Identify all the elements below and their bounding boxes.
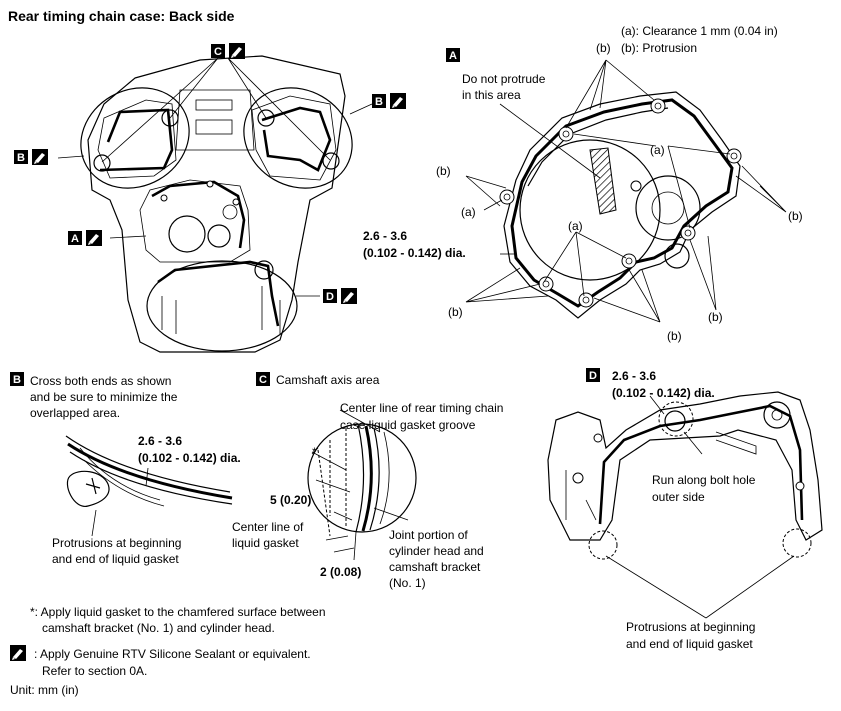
svg-text:Refer to section 0A.: Refer to section 0A. [42,664,147,678]
svg-text:(b): (b) [788,209,803,223]
svg-text:(b): (b) [596,41,611,55]
panel-d-badge: D [586,368,600,382]
svg-text:liquid gasket: liquid gasket [232,536,299,550]
svg-text:(0.102 - 0.142) dia.: (0.102 - 0.142) dia. [612,386,715,400]
svg-text:case liquid gasket groove: case liquid gasket groove [340,418,476,432]
diagram-title: Rear timing chain case: Back side [8,8,235,24]
svg-text:D: D [326,291,334,303]
panel-c-groove-label: Center line of rear timing chain case li… [340,401,503,432]
svg-text:B: B [13,374,21,386]
svg-text:Protrusions at beginning: Protrusions at beginning [52,536,181,550]
svg-text:2.6 - 3.6: 2.6 - 3.6 [363,229,407,243]
label-b-badge-right: B [372,93,406,109]
panel-b-note: Protrusions at beginning and end of liqu… [52,536,181,566]
panel-c-dim2: 2 (0.08) [320,565,361,579]
svg-text:(No. 1): (No. 1) [389,576,426,590]
panel-a-note: Do not protrude in this area [462,72,546,102]
sealant-icon [229,43,245,59]
svg-text:outer side: outer side [652,490,705,504]
svg-text:camshaft bracket (No. 1) and c: camshaft bracket (No. 1) and cylinder he… [42,621,275,635]
svg-text:and end of liquid gasket: and end of liquid gasket [52,552,179,566]
label-b-badge-left: B [14,149,48,165]
svg-text:2.6 - 3.6: 2.6 - 3.6 [612,369,656,383]
footnote-rtv: : Apply Genuine RTV Silicone Sealant or … [10,645,311,678]
panel-a-drawing [465,59,787,323]
panel-c-dim1: 5 (0.20) [270,493,311,507]
panel-c-star: * [312,445,317,459]
svg-text:cylinder head and: cylinder head and [389,544,484,558]
sealant-icon [86,230,102,246]
panel-a-badge: A [446,48,460,62]
panel-a-callouts: (b) (a) (b) (a) (a) (b) (b) (b) (b) [436,41,803,343]
panel-c-caption: Camshaft axis area [276,373,380,387]
svg-text:(a): (a) [568,219,583,233]
svg-text:and be sure to minimize the: and be sure to minimize the [30,390,178,404]
panel-c-drawing [307,409,417,561]
svg-text:: Apply Genuine RTV Silicone S: : Apply Genuine RTV Silicone Sealant or … [34,647,311,661]
svg-text:(b): (b) [436,164,451,178]
svg-text:(a): (a) [461,205,476,219]
svg-text:Do not protrude: Do not protrude [462,72,546,86]
svg-text:Cross both ends as shown: Cross both ends as shown [30,374,171,388]
svg-text:Center line of rear timing cha: Center line of rear timing chain [340,401,503,415]
label-c-badge: C [211,43,245,59]
svg-text:B: B [17,152,25,164]
panel-b-dimension: 2.6 - 3.6 (0.102 - 0.142) dia. [138,434,241,465]
svg-text:2.6 - 3.6: 2.6 - 3.6 [138,434,182,448]
footnote-unit: Unit: mm (in) [10,683,79,697]
svg-text:C: C [214,46,222,58]
svg-text:(0.102 - 0.142) dia.: (0.102 - 0.142) dia. [138,451,241,465]
label-d-badge-overview: D [323,288,357,304]
svg-text:Protrusions at beginning: Protrusions at beginning [626,620,755,634]
panel-b-caption: Cross both ends as shown and be sure to … [30,374,178,420]
legend-clearance: (a): Clearance 1 mm (0.04 in) [621,24,778,38]
svg-text:A: A [449,50,457,62]
panel-d-drawing [547,391,823,619]
panel-c-joint-label: Joint portion of cylinder head and camsh… [389,528,484,590]
panel-d-note: Protrusions at beginning and end of liqu… [626,620,755,651]
overview-engine-drawing [57,55,373,353]
svg-text:camshaft bracket: camshaft bracket [389,560,481,574]
svg-text:(b): (b) [667,329,682,343]
legend-protrusion: (b): Protrusion [621,41,697,55]
svg-text:D: D [589,370,597,382]
svg-text:(b): (b) [448,305,463,319]
panel-d-run-label: Run along bolt hole outer side [652,473,756,504]
svg-text:Joint portion of: Joint portion of [389,528,468,542]
panel-a-dimension: 2.6 - 3.6 (0.102 - 0.142) dia. [363,229,466,260]
svg-text:and end of liquid gasket: and end of liquid gasket [626,637,753,651]
panel-b-badge: B [10,372,24,386]
svg-text:overlapped area.: overlapped area. [30,406,120,420]
sealant-icon [341,288,357,304]
label-a-badge-overview: A [68,230,102,246]
svg-text:in this area: in this area [462,88,521,102]
svg-text:B: B [375,96,383,108]
footnote-star: *: Apply liquid gasket to the chamfered … [30,605,326,635]
panel-c-center-label: Center line of liquid gasket [232,520,304,550]
svg-text:Run along bolt hole: Run along bolt hole [652,473,756,487]
sealant-icon [390,93,406,109]
svg-text:(a): (a) [650,143,665,157]
svg-text:Center line of: Center line of [232,520,304,534]
svg-text:(0.102 - 0.142) dia.: (0.102 - 0.142) dia. [363,246,466,260]
svg-text:C: C [259,374,267,386]
panel-c-badge: C [256,372,270,386]
sealant-icon [10,645,26,661]
svg-text:(b): (b) [708,310,723,324]
svg-text:A: A [71,233,79,245]
panel-b-drawing [65,435,233,537]
panel-d-dimension: 2.6 - 3.6 (0.102 - 0.142) dia. [612,369,715,400]
svg-text:*: Apply liquid gasket to the: *: Apply liquid gasket to the chamfered … [30,605,326,619]
sealant-icon [32,149,48,165]
